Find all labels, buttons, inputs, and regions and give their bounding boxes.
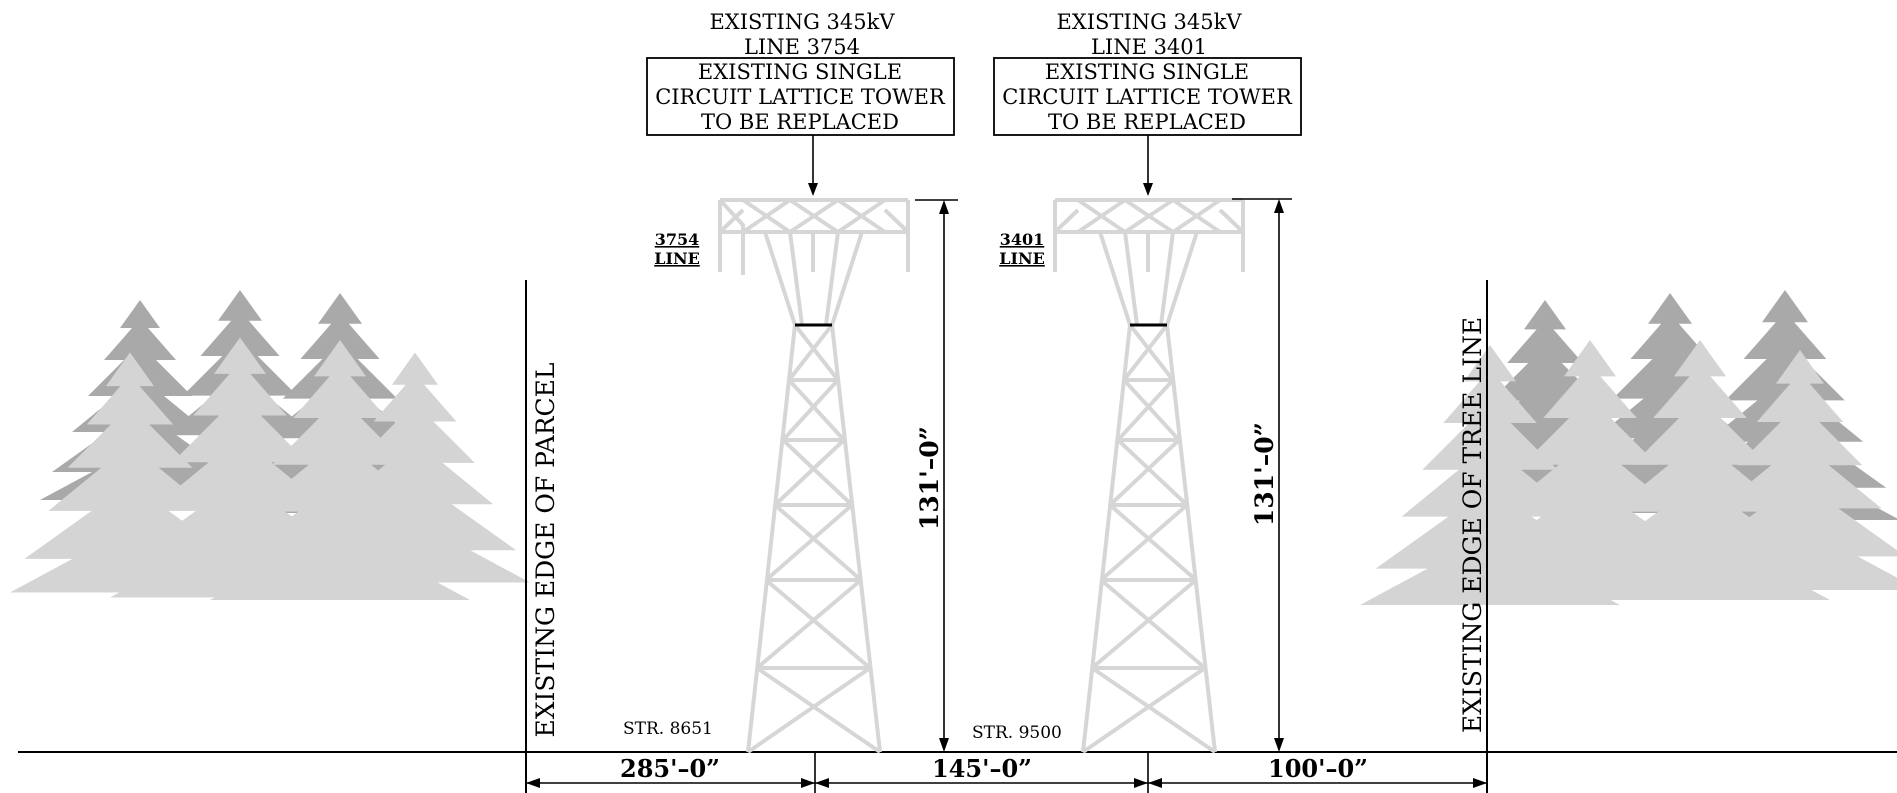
tower-2-callout-arrow bbox=[1143, 183, 1153, 196]
tower-2-note-line1: EXISTING SINGLE bbox=[1045, 60, 1249, 84]
span-dimension-line bbox=[526, 752, 1487, 793]
tower-2-height-dimension bbox=[1232, 198, 1292, 752]
tree-line-edge-label: EXISTING EDGE OF TREE LINE bbox=[1458, 317, 1487, 733]
span-1-label: 285'–0” bbox=[620, 754, 720, 783]
tower-2-title-line2: LINE 3401 bbox=[1091, 35, 1207, 59]
tower-1-callout: EXISTING 345kV LINE 3754 EXISTING SINGLE… bbox=[646, 10, 955, 196]
tower-1-line-word: LINE bbox=[654, 249, 700, 268]
tower-1-note-line1: EXISTING SINGLE bbox=[698, 60, 902, 84]
left-tree-group bbox=[10, 290, 530, 600]
lattice-tower-2 bbox=[1053, 198, 1245, 754]
tower-2-title-line1: EXISTING 345kV bbox=[1056, 10, 1242, 34]
tower-1-height-dimension bbox=[915, 199, 958, 752]
tower-1-title-line2: LINE 3754 bbox=[744, 35, 860, 59]
tower-2-callout: EXISTING 345kV LINE 3401 EXISTING SINGLE… bbox=[993, 10, 1302, 196]
tower-1-height-label: 131'–0” bbox=[915, 426, 944, 530]
right-tree-group bbox=[1360, 290, 1897, 605]
tower-2-note-line2: CIRCUIT LATTICE TOWER bbox=[1002, 85, 1293, 109]
tower-2-height-label: 131'–0” bbox=[1250, 422, 1279, 526]
tower-2-line-number: 3401 bbox=[1000, 230, 1045, 249]
tower-1-note-line2: CIRCUIT LATTICE TOWER bbox=[655, 85, 946, 109]
tower-1-callout-arrow bbox=[808, 183, 818, 196]
tower-1-structure-label: STR. 8651 bbox=[623, 719, 713, 739]
tower-1-note-box bbox=[646, 57, 955, 136]
tower-1-note-line3: TO BE REPLACED bbox=[701, 110, 899, 134]
span-3-label: 100'–0” bbox=[1268, 754, 1368, 783]
tower-2-line-word: LINE bbox=[999, 249, 1045, 268]
span-2-label: 145'–0” bbox=[932, 754, 1032, 783]
tower-2-note-box bbox=[993, 57, 1302, 136]
parcel-edge-label: EXISTING EDGE OF PARCEL bbox=[531, 362, 560, 737]
tower-1-title-line1: EXISTING 345kV bbox=[709, 10, 895, 34]
tower-1-line-number: 3754 bbox=[655, 230, 700, 249]
lattice-tower-1 bbox=[718, 198, 910, 754]
tower-2-structure-label: STR. 9500 bbox=[972, 723, 1062, 743]
tower-2-note-line3: TO BE REPLACED bbox=[1048, 110, 1246, 134]
